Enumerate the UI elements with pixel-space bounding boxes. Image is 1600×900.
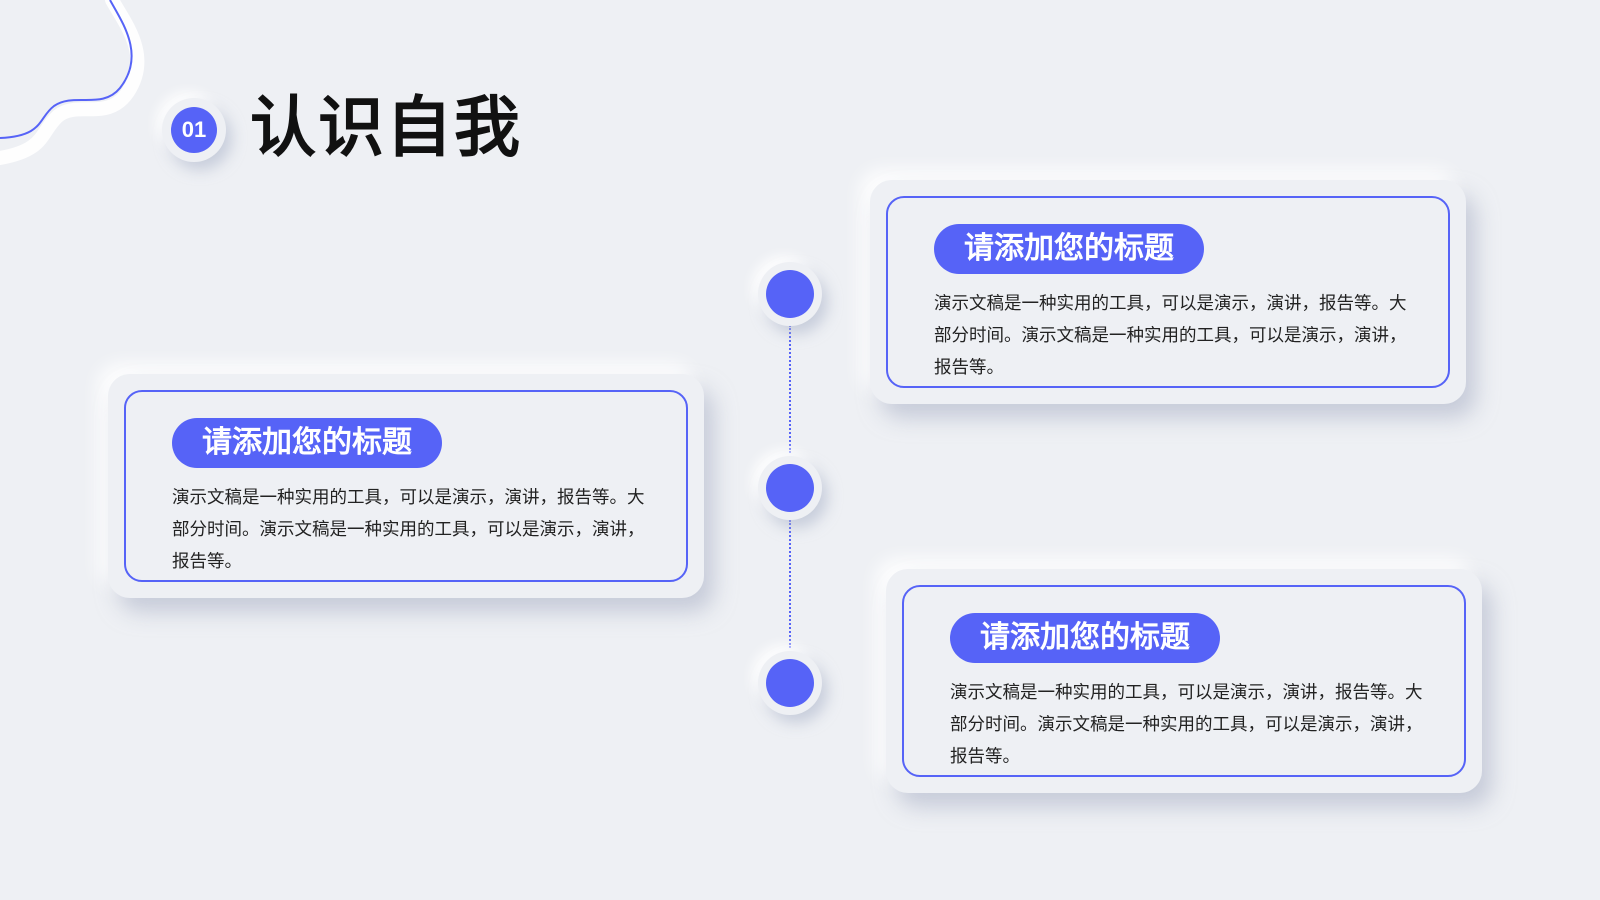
card-title: 请添加您的标题 [934, 224, 1204, 274]
info-card-1: 请添加您的标题 演示文稿是一种实用的工具，可以是演示，演讲，报告等。大部分时间。… [870, 180, 1466, 404]
timeline-node-dot [766, 464, 814, 512]
section-number-badge: 01 [162, 98, 226, 162]
card-border: 请添加您的标题 演示文稿是一种实用的工具，可以是演示，演讲，报告等。大部分时间。… [124, 390, 688, 582]
timeline-connector-bottom [789, 520, 791, 648]
info-card-3: 请添加您的标题 演示文稿是一种实用的工具，可以是演示，演讲，报告等。大部分时间。… [886, 569, 1482, 793]
info-card-2: 请添加您的标题 演示文稿是一种实用的工具，可以是演示，演讲，报告等。大部分时间。… [108, 374, 704, 598]
card-body-text: 演示文稿是一种实用的工具，可以是演示，演讲，报告等。大部分时间。演示文稿是一种实… [172, 488, 645, 572]
timeline-node-dot [766, 659, 814, 707]
page-title: 认识自我 [250, 89, 522, 166]
timeline-node-dot [766, 270, 814, 318]
timeline-node-1 [758, 262, 822, 326]
card-body-text: 演示文稿是一种实用的工具，可以是演示，演讲，报告等。大部分时间。演示文稿是一种实… [950, 683, 1423, 767]
timeline-node-2 [758, 456, 822, 520]
card-border: 请添加您的标题 演示文稿是一种实用的工具，可以是演示，演讲，报告等。大部分时间。… [886, 196, 1450, 388]
section-number: 01 [171, 107, 217, 153]
timeline-node-3 [758, 651, 822, 715]
timeline-connector-top [789, 325, 791, 453]
decorative-wave [0, 0, 145, 165]
card-title: 请添加您的标题 [172, 418, 442, 468]
card-title: 请添加您的标题 [950, 613, 1220, 663]
card-body-text: 演示文稿是一种实用的工具，可以是演示，演讲，报告等。大部分时间。演示文稿是一种实… [934, 294, 1407, 378]
card-border: 请添加您的标题 演示文稿是一种实用的工具，可以是演示，演讲，报告等。大部分时间。… [902, 585, 1466, 777]
